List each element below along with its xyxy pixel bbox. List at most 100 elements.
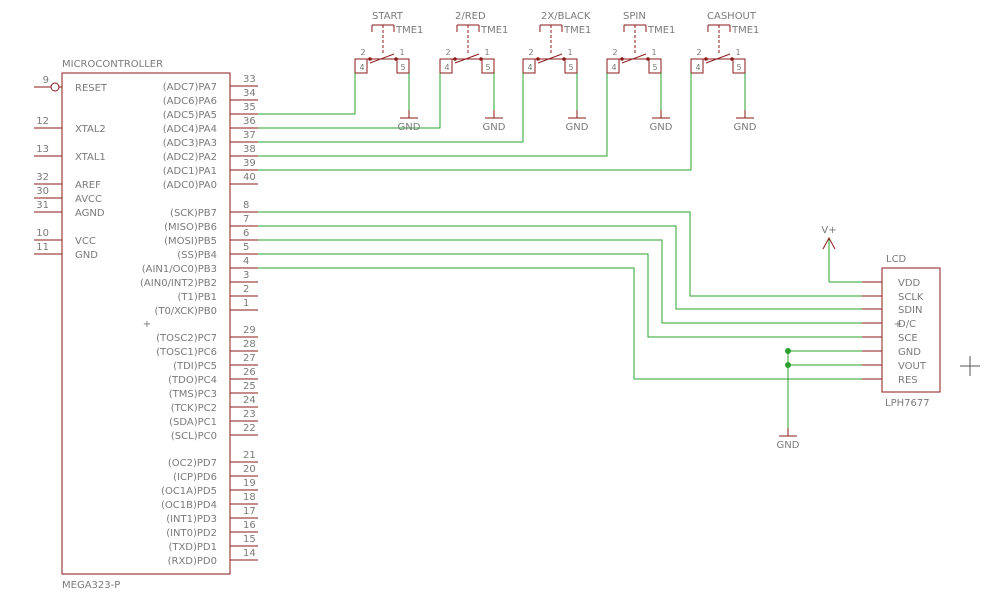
mcu-pin-2-label: (T1)PB1 xyxy=(177,292,217,303)
wire-sck-sclk xyxy=(258,211,862,297)
wire-mosi-sdin xyxy=(258,225,862,310)
switch-1-terminal-left xyxy=(439,58,453,74)
lcd-body xyxy=(881,267,941,393)
switch-4-terminal-left xyxy=(690,58,704,74)
mcu-pin-2-number: 2 xyxy=(243,284,249,295)
switch-1-gnd-label: GND xyxy=(483,122,506,133)
mcu-pin-1-label: (T0/XCK)PB0 xyxy=(154,306,217,317)
switch-0-pin-2: 2 xyxy=(360,48,365,57)
switch-1-lever xyxy=(454,53,480,64)
mcu-pin-15-label: (TXD)PD1 xyxy=(168,542,217,553)
switch-1-name: 2/RED xyxy=(455,11,486,22)
switch-3-signal-wire xyxy=(258,73,608,157)
switch-4-pin-1: 1 xyxy=(735,48,740,57)
mcu-pin-9-number: 9 xyxy=(43,75,49,86)
mcu-pin-37-label: (ADC3)PA3 xyxy=(163,138,217,149)
mcu-pin-30-number: 30 xyxy=(36,186,49,197)
switch-4-lever xyxy=(705,53,731,64)
mcu-pin-25-label: (TMS)PC3 xyxy=(169,389,217,400)
switch-2-lever xyxy=(537,53,563,64)
mcu-pin-38-number: 38 xyxy=(243,144,256,155)
lcd-pin-6-label: VOUT xyxy=(898,361,927,372)
switch-1-type: TME1 xyxy=(480,25,508,36)
mcu-pin-28-label: (TOSC1)PC6 xyxy=(156,347,217,358)
mcu-pin-3-number: 3 xyxy=(243,270,249,281)
mcu-pin-24-number: 24 xyxy=(243,395,256,406)
lcd-name-label: LCD xyxy=(886,254,907,265)
switch-4-contact-a xyxy=(704,57,708,61)
switch-2-terminal-left xyxy=(522,58,536,74)
switch-2-signal-wire xyxy=(258,73,524,143)
switch-4-type: TME1 xyxy=(731,25,759,36)
mcu-pin-9-inversion xyxy=(50,82,60,92)
mcu-body xyxy=(61,72,231,575)
mcu-pin-23-label: (SDA)PC1 xyxy=(169,417,217,428)
wire-pb3-res xyxy=(258,267,862,380)
junction-gnd xyxy=(785,348,791,354)
switch-1-pin-5: 5 xyxy=(485,63,490,72)
mcu-pin-28-number: 28 xyxy=(243,339,256,350)
mcu-pin-39-label: (ADC1)PA1 xyxy=(163,166,217,177)
switch-4-name: CASHOUT xyxy=(707,11,757,22)
switch-3-type: TME1 xyxy=(647,25,675,36)
switch-3-pin-1: 1 xyxy=(651,48,656,57)
mcu-pin-29-label: (TOSC2)PC7 xyxy=(156,333,217,344)
mcu-pin-25-number: 25 xyxy=(243,381,256,392)
mcu-pin-5-label: (SS)PB4 xyxy=(177,250,217,261)
switch-3-contact-a xyxy=(620,57,624,61)
switch-1-terminal-right xyxy=(481,58,495,74)
mcu-pin-19-label: (OC1A)PD5 xyxy=(161,486,217,497)
mcu-pin-22-label: (SCL)PC0 xyxy=(171,431,217,442)
junction-vout xyxy=(785,362,791,368)
switch-4-pin-4: 4 xyxy=(695,63,700,72)
mcu-pin-20-number: 20 xyxy=(243,464,256,475)
parts-layer xyxy=(34,24,980,575)
mcu-pin-19-number: 19 xyxy=(243,478,256,489)
wires-layer xyxy=(258,73,862,428)
mcu-pin-23-number: 23 xyxy=(243,409,256,420)
switch-2-pin-1: 1 xyxy=(567,48,572,57)
mcu-pin-21-label: (OC2)PD7 xyxy=(168,458,217,469)
text-layer: MICROCONTROLLERMEGA323-P+9RESET12XTAL213… xyxy=(36,11,929,591)
mcu-pin-15-number: 15 xyxy=(243,534,256,545)
switch-0-gnd-label: GND xyxy=(398,122,421,133)
lcd-pin-5-label: GND xyxy=(898,347,921,358)
switch-0-signal-wire xyxy=(258,73,356,115)
switch-2-contact-a xyxy=(536,57,540,61)
switch-0-name: START xyxy=(372,11,404,22)
mcu-pin-32-number: 32 xyxy=(36,172,49,183)
switch-0-contact-a xyxy=(368,57,372,61)
switch-0-pin-1: 1 xyxy=(399,48,404,57)
mcu-pin-14-label: (RXD)PD0 xyxy=(168,556,217,567)
lcd-pin-3-label: D/C xyxy=(898,319,916,330)
switch-4-signal-wire xyxy=(258,73,692,171)
mcu-pin-10-label: VCC xyxy=(75,236,96,247)
switch-0-terminal-left xyxy=(354,58,368,74)
lcd-pin-2-label: SDIN xyxy=(898,305,922,316)
mcu-pin-6-number: 6 xyxy=(243,228,249,239)
switch-0-pin-4: 4 xyxy=(359,63,364,72)
mcu-pin-17-number: 17 xyxy=(243,506,256,517)
switch-4-pin-2: 2 xyxy=(696,48,701,57)
switch-3-terminal-left xyxy=(606,58,620,74)
switch-3-pin-4: 4 xyxy=(611,63,616,72)
mcu-pin-40-number: 40 xyxy=(243,172,256,183)
mcu-pin-33-number: 33 xyxy=(243,74,256,85)
mcu-pin-36-number: 36 xyxy=(243,116,256,127)
switch-0-pin-5: 5 xyxy=(400,63,405,72)
mcu-pin-12-number: 12 xyxy=(36,116,49,127)
mcu-pin-7-label: (MISO)PB6 xyxy=(164,222,217,233)
switch-1-pin-4: 4 xyxy=(444,63,449,72)
mcu-pin-4-label: (AIN1/OC0)PB3 xyxy=(142,264,217,275)
lcd-pin-0-label: VDD xyxy=(898,278,921,289)
lcd-pin-1-label: SCLK xyxy=(898,292,924,303)
switch-1-pin-1: 1 xyxy=(484,48,489,57)
mcu-pin-27-label: (TDI)PC5 xyxy=(173,361,217,372)
mcu-pin-1-number: 1 xyxy=(243,298,249,309)
mcu-pin-22-number: 22 xyxy=(243,423,256,434)
switch-2-pin-2: 2 xyxy=(528,48,533,57)
switch-4-gnd-label: GND xyxy=(734,122,757,133)
mcu-pin-13-number: 13 xyxy=(36,144,49,155)
mcu-pin-6-label: (MOSI)PB5 xyxy=(164,236,217,247)
mcu-origin-mark: + xyxy=(143,319,151,330)
